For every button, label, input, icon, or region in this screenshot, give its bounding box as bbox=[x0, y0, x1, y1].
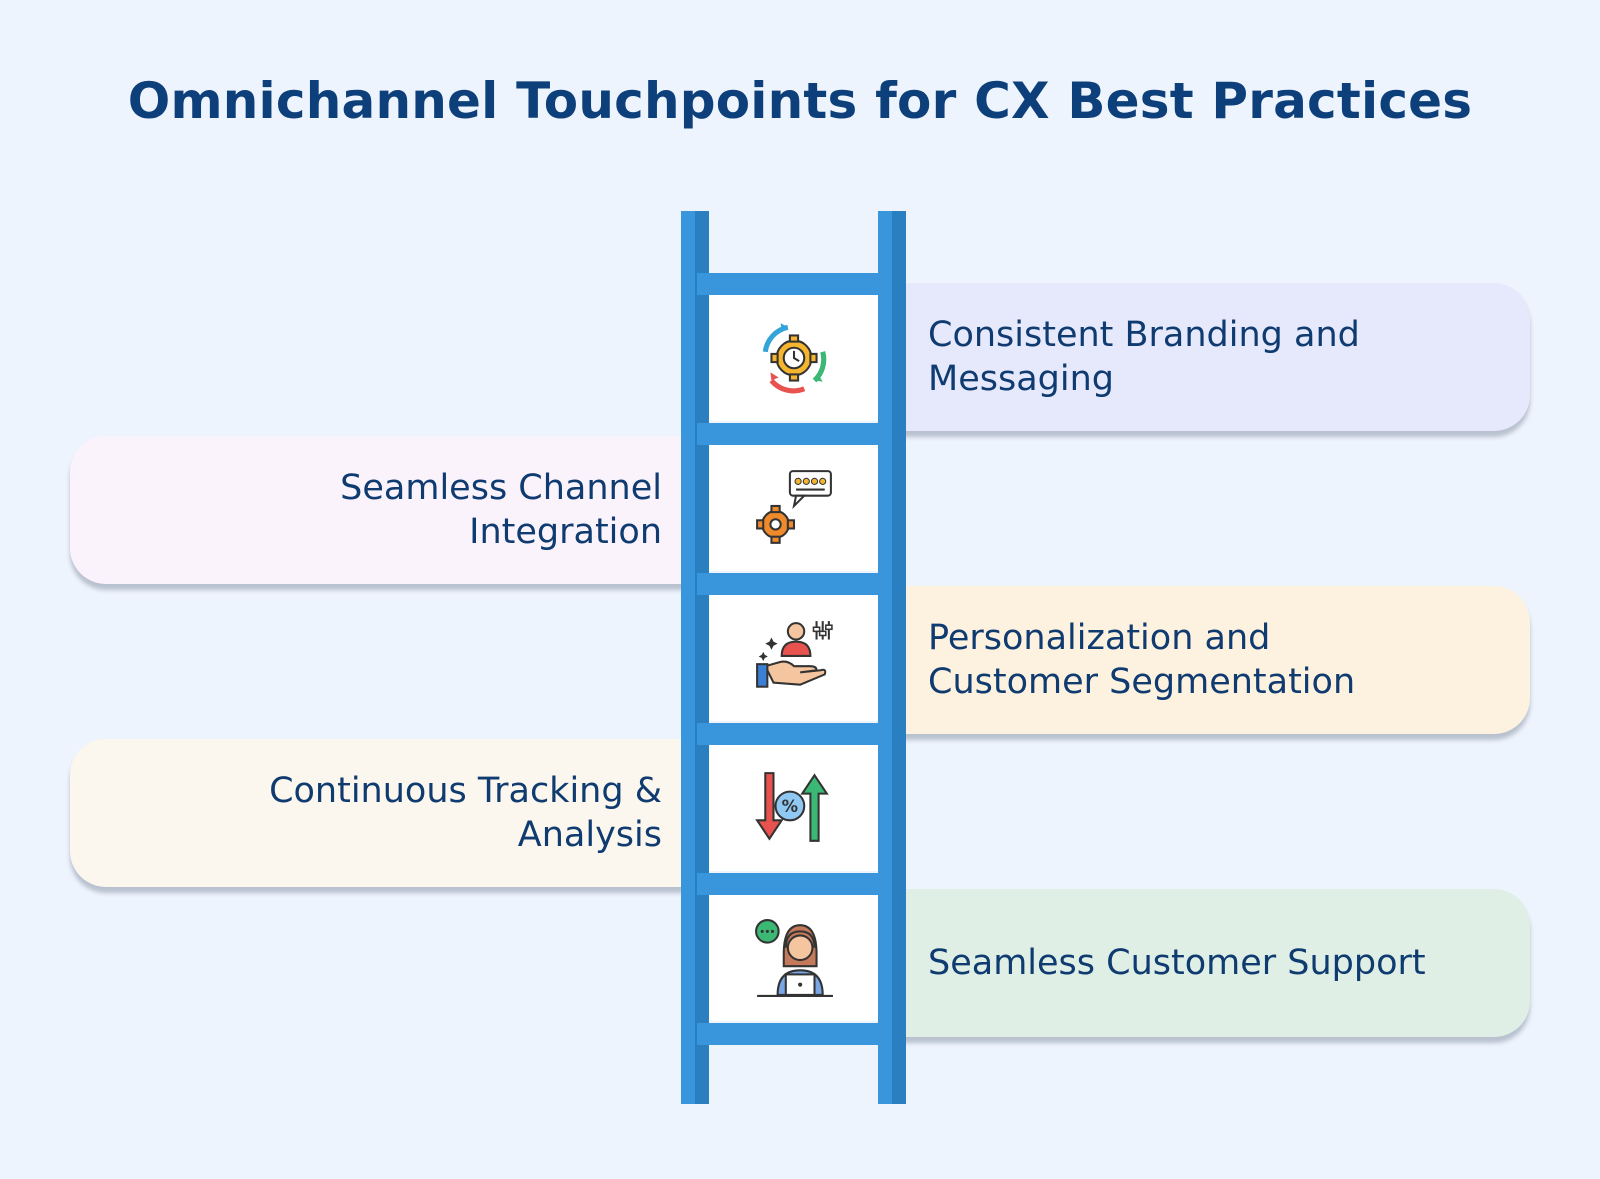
ladder-right-rail bbox=[878, 211, 906, 1104]
ladder-step-box bbox=[709, 593, 878, 721]
person-on-hand-icon bbox=[753, 617, 835, 699]
ladder-rung bbox=[697, 573, 883, 595]
step-label: Personalization and Customer Segmentatio… bbox=[928, 618, 1356, 702]
step-label: Seamless Customer Support bbox=[928, 943, 1426, 983]
svg-text:%: % bbox=[782, 797, 798, 816]
step-card-consistent-branding: Consistent Branding and Messaging bbox=[880, 283, 1530, 431]
ladder-rung bbox=[697, 723, 883, 745]
gear-cycle-icon bbox=[753, 317, 835, 399]
step-label: Seamless Channel Integration bbox=[340, 468, 662, 552]
ladder-left-rail bbox=[681, 211, 709, 1104]
step-card-channel-integration: Seamless Channel Integration bbox=[70, 436, 700, 584]
percent-up-down-arrows-icon: % bbox=[753, 767, 835, 849]
ladder-rung bbox=[697, 423, 883, 445]
step-label: Continuous Tracking & Analysis bbox=[269, 771, 662, 855]
step-card-tracking-analysis: Continuous Tracking & Analysis bbox=[70, 739, 700, 887]
page-title: Omnichannel Touchpoints for CX Best Prac… bbox=[127, 72, 1473, 130]
step-label: Consistent Branding and Messaging bbox=[928, 315, 1360, 399]
ladder-rung bbox=[697, 1023, 883, 1045]
step-card-personalization: Personalization and Customer Segmentatio… bbox=[880, 586, 1530, 734]
ladder-rung bbox=[697, 873, 883, 895]
ladder-rung bbox=[697, 273, 883, 295]
support-agent-icon bbox=[753, 917, 835, 999]
step-card-customer-support: Seamless Customer Support bbox=[880, 889, 1530, 1037]
gear-rating-chat-icon bbox=[753, 467, 835, 549]
